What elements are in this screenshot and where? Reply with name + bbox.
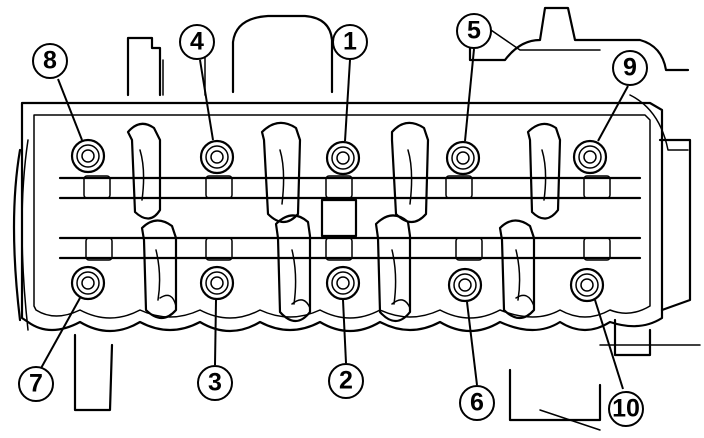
bolt-callout-10: 10 bbox=[608, 391, 644, 427]
callout-circle bbox=[18, 366, 54, 402]
callout-number: 5 bbox=[467, 17, 481, 45]
bolt-callout-1: 1 bbox=[332, 24, 368, 60]
callout-circle bbox=[456, 13, 492, 49]
callout-circle bbox=[332, 24, 368, 60]
head-bolt bbox=[70, 265, 106, 301]
bolt-callout-9: 9 bbox=[612, 50, 648, 86]
callout-circle bbox=[608, 391, 644, 427]
callout-number: 2 bbox=[339, 367, 353, 395]
callout-number: 6 bbox=[470, 389, 484, 417]
callout-circle bbox=[328, 363, 364, 399]
head-bolt bbox=[199, 139, 235, 175]
engine-casting-outline bbox=[12, 6, 701, 431]
callout-number: 4 bbox=[190, 28, 204, 56]
head-bolt bbox=[70, 138, 106, 174]
head-bolt bbox=[447, 267, 483, 303]
callout-circle bbox=[179, 24, 215, 60]
head-bolt bbox=[572, 139, 608, 175]
bolt-callout-4: 4 bbox=[179, 24, 215, 60]
callout-circle bbox=[32, 43, 68, 79]
callout-number: 10 bbox=[612, 395, 640, 423]
bolt-callout-6: 6 bbox=[459, 385, 495, 421]
head-bolt bbox=[445, 140, 481, 176]
callout-number: 9 bbox=[623, 54, 637, 82]
callout-number: 7 bbox=[29, 370, 43, 398]
lower-rocker-arms bbox=[140, 214, 536, 323]
callout-number: 8 bbox=[43, 47, 57, 75]
bolt-callout-8: 8 bbox=[32, 43, 68, 79]
head-bolt bbox=[569, 267, 605, 303]
head-bolt bbox=[199, 265, 235, 301]
shaft-support-blocks bbox=[83, 175, 611, 261]
bolt-sequence-callouts: 1 2 3 4 5 6 7 8 9 10 bbox=[18, 13, 648, 427]
bolt-callout-2: 2 bbox=[328, 363, 364, 399]
callout-number: 1 bbox=[343, 28, 357, 56]
callout-circle bbox=[197, 365, 233, 401]
head-bolts bbox=[70, 138, 608, 303]
upper-rocker-arms bbox=[126, 121, 562, 224]
callout-circle bbox=[612, 50, 648, 86]
head-bolt bbox=[325, 140, 361, 176]
cylinder-head-outline bbox=[20, 101, 664, 332]
bolt-callout-5: 5 bbox=[456, 13, 492, 49]
bolt-callout-7: 7 bbox=[18, 366, 54, 402]
callout-number: 3 bbox=[208, 369, 222, 397]
callout-circle bbox=[459, 385, 495, 421]
bolt-callout-3: 3 bbox=[197, 365, 233, 401]
head-bolt bbox=[325, 265, 361, 301]
callout-leader-lines bbox=[39, 48, 629, 390]
